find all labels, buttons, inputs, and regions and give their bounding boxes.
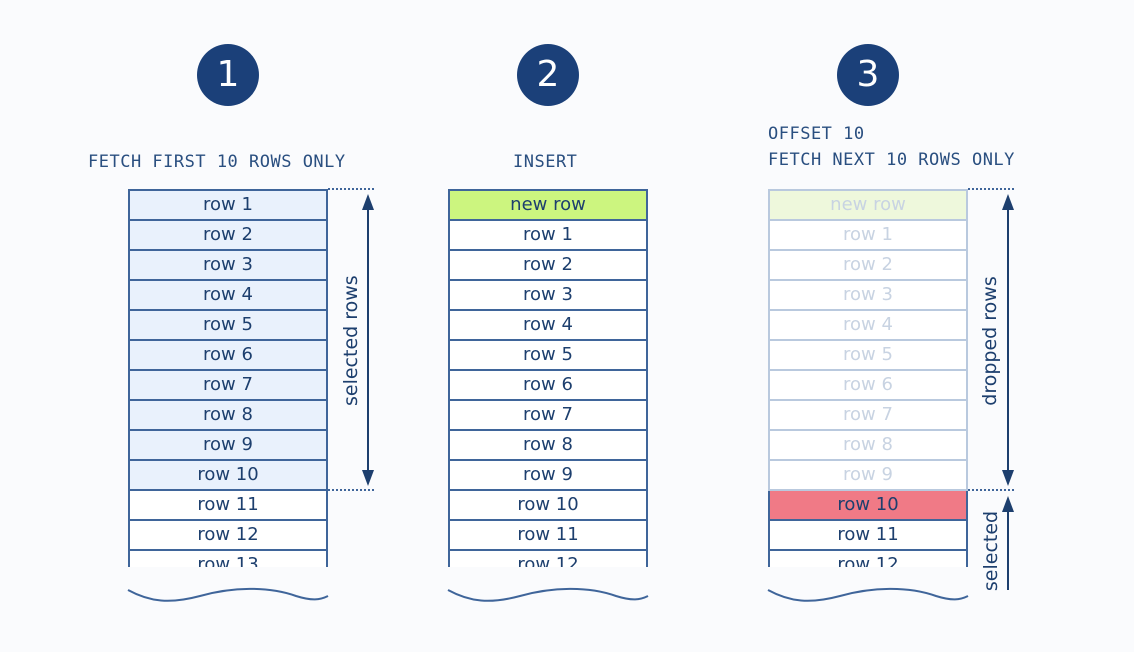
partial-row-label: row 12 bbox=[768, 551, 968, 567]
table-row: row 11 bbox=[768, 521, 968, 551]
selected-label: selected bbox=[980, 510, 1002, 592]
selected-rows-label: selected rows bbox=[340, 275, 362, 406]
table-row: row 6 bbox=[128, 341, 328, 371]
panel-2-torn-edge bbox=[447, 587, 649, 602]
partial-row-label: row 12 bbox=[448, 551, 648, 567]
table-row: row 5 bbox=[768, 341, 968, 371]
table-row: row 8 bbox=[768, 431, 968, 461]
table-row: row 3 bbox=[768, 281, 968, 311]
panel-3-caption-line2: FETCH NEXT 10 ROWS ONLY bbox=[768, 150, 1015, 170]
step-badge-3: 3 bbox=[837, 44, 899, 106]
partial-row: row 12 bbox=[448, 551, 648, 569]
table-row: row 2 bbox=[128, 221, 328, 251]
panel-1-caption: FETCH FIRST 10 ROWS ONLY bbox=[88, 152, 346, 172]
table-row: row 5 bbox=[128, 311, 328, 341]
table-row: row 11 bbox=[128, 491, 328, 521]
table-row: new row bbox=[768, 189, 968, 221]
table-row: row 1 bbox=[128, 189, 328, 221]
panel-3-caption-line1: OFFSET 10 bbox=[768, 124, 865, 144]
panel-3-torn-edge bbox=[767, 587, 969, 602]
table-row: row 7 bbox=[128, 371, 328, 401]
table-row: row 12 bbox=[128, 521, 328, 551]
partial-row: row 12 bbox=[768, 551, 968, 569]
partial-row-label: row 13 bbox=[128, 551, 328, 567]
table-row: row 10 bbox=[448, 491, 648, 521]
partial-row: row 13 bbox=[128, 551, 328, 569]
step-badge-2: 2 bbox=[517, 44, 579, 106]
table-row: row 11 bbox=[448, 521, 648, 551]
panel-1-torn-edge bbox=[127, 587, 329, 602]
table-row: row 3 bbox=[128, 251, 328, 281]
table-row: row 5 bbox=[448, 341, 648, 371]
table-row: row 4 bbox=[768, 311, 968, 341]
table-row: row 6 bbox=[448, 371, 648, 401]
table-row: row 4 bbox=[448, 311, 648, 341]
panel-2-caption: INSERT bbox=[513, 152, 578, 172]
table-row: row 2 bbox=[448, 251, 648, 281]
table-row: row 8 bbox=[448, 431, 648, 461]
step-badge-1: 1 bbox=[197, 44, 259, 106]
table-row: row 8 bbox=[128, 401, 328, 431]
table-row: row 9 bbox=[448, 461, 648, 491]
table-row: row 10 bbox=[128, 461, 328, 491]
table-row: row 7 bbox=[768, 401, 968, 431]
table-row: new row bbox=[448, 189, 648, 221]
table-row: row 6 bbox=[768, 371, 968, 401]
table-row: row 7 bbox=[448, 401, 648, 431]
table-row: row 9 bbox=[128, 431, 328, 461]
table-row: row 1 bbox=[768, 221, 968, 251]
table-row: row 9 bbox=[768, 461, 968, 491]
dropped-rows-label: dropped rows bbox=[979, 276, 1001, 406]
table-row: row 2 bbox=[768, 251, 968, 281]
table-row: row 10 bbox=[768, 491, 968, 521]
table-row: row 3 bbox=[448, 281, 648, 311]
table-row: row 4 bbox=[128, 281, 328, 311]
table-row: row 1 bbox=[448, 221, 648, 251]
